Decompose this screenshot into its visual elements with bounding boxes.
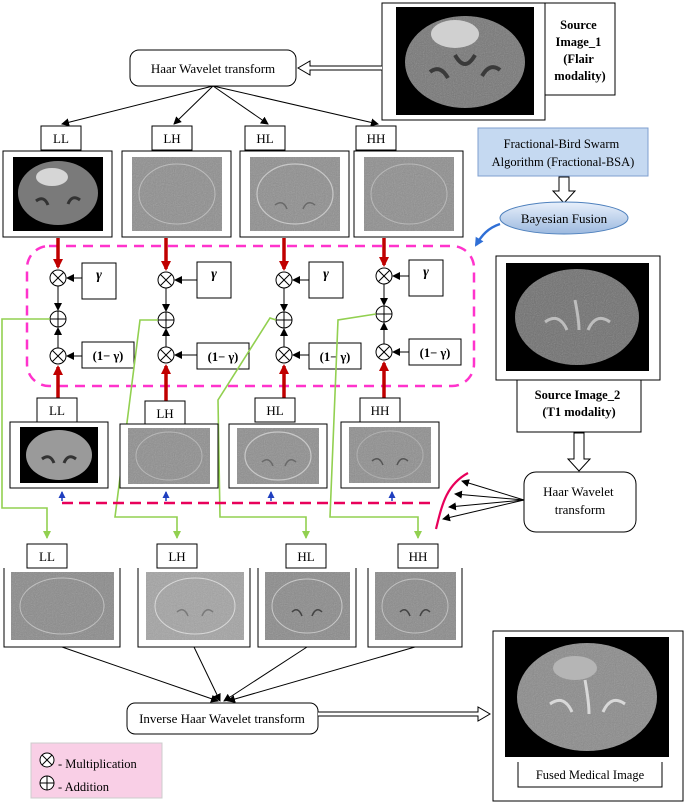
band-label-ll-top: LL bbox=[53, 131, 69, 146]
gamma-box-hl bbox=[308, 261, 344, 299]
add-node-ll bbox=[49, 310, 67, 328]
fusion-units: γ (1− γ) γ (1− γ) γ (1− γ) γ (1− γ) bbox=[1, 238, 462, 539]
hollow-arrow-source1 bbox=[297, 60, 382, 76]
multiply-node-bottom-hh bbox=[375, 343, 393, 361]
fused-image-caption: Fused Medical Image bbox=[536, 768, 645, 782]
fused-image-panel: Fused Medical Image bbox=[492, 630, 684, 802]
middle-subband-images bbox=[9, 421, 440, 489]
bayesian-arrow bbox=[474, 222, 501, 247]
one-minus-gamma-box-hl bbox=[308, 342, 362, 370]
band-label-hh-bottom: HH bbox=[409, 549, 428, 564]
multiply-node-top-ll bbox=[49, 269, 67, 287]
one-minus-gamma-label-lh: (1− γ) bbox=[208, 350, 239, 364]
haar-transform-right-label: Haar Wavelet transform bbox=[543, 484, 617, 517]
gamma-label-ll: γ bbox=[96, 268, 102, 283]
band-label-hh-top: HH bbox=[367, 131, 386, 146]
top-fan-arrows bbox=[61, 85, 379, 127]
addition-icon bbox=[39, 775, 55, 791]
band-label-hl-bottom: HL bbox=[297, 549, 314, 564]
blue-up-arrows bbox=[58, 491, 396, 501]
one-minus-gamma-label-hl: (1− γ) bbox=[320, 350, 351, 364]
source-image-2-title: Source Image_2 (T1 modality) bbox=[535, 388, 624, 419]
green-output-line-hh bbox=[329, 313, 422, 539]
band-label-hl-mid: HL bbox=[266, 403, 283, 418]
inverse-haar-label: Inverse Haar Wavelet transform bbox=[139, 711, 305, 726]
haar-transform-top-label: Haar Wavelet transform bbox=[151, 61, 275, 76]
gamma-box-hh bbox=[408, 259, 444, 297]
bottom-band-labels: LL LH HL HH bbox=[26, 543, 439, 569]
one-minus-gamma-box-ll bbox=[81, 341, 135, 369]
bayesian-fusion: Bayesian Fusion bbox=[499, 201, 629, 235]
multiply-node-bottom-hl bbox=[275, 346, 293, 364]
fractional-bsa-box: Fractional-Bird Swarm Algorithm (Fractio… bbox=[477, 127, 649, 177]
top-subband-images bbox=[2, 150, 464, 238]
multiply-node-top-lh bbox=[157, 271, 175, 289]
one-minus-gamma-label-hh: (1− γ) bbox=[420, 346, 451, 360]
hollow-arrow-inverse bbox=[318, 706, 491, 722]
gamma-label-hl: γ bbox=[323, 267, 329, 282]
source-image-2-panel: Source Image_2 (T1 modality) bbox=[495, 255, 661, 433]
multiply-node-top-hl bbox=[275, 271, 293, 289]
gamma-label-lh: γ bbox=[211, 267, 217, 282]
hollow-arrow-source2 bbox=[566, 432, 592, 472]
fusion-region bbox=[25, 244, 476, 388]
multiplication-icon bbox=[39, 752, 55, 768]
one-minus-gamma-label-ll: (1− γ) bbox=[93, 349, 124, 363]
green-output-line-lh bbox=[114, 319, 181, 539]
band-label-ll-mid: LL bbox=[49, 403, 65, 418]
source-image-1-panel: Source Image_1 (Flair modality) bbox=[381, 2, 616, 121]
legend: - Multiplication - Addition bbox=[30, 742, 163, 799]
top-band-labels: LL LH HL HH bbox=[40, 125, 397, 151]
haar-transform-top: Haar Wavelet transform bbox=[129, 49, 297, 87]
bottom-subband-images bbox=[3, 568, 463, 648]
band-label-lh-mid: LH bbox=[156, 406, 173, 421]
gamma-box-ll bbox=[81, 262, 117, 300]
bayesian-fusion-label: Bayesian Fusion bbox=[521, 211, 608, 226]
band-label-hl-top: HL bbox=[256, 131, 273, 146]
band-label-lh-bottom: LH bbox=[168, 549, 185, 564]
inverse-converging-arrows bbox=[61, 646, 416, 703]
add-node-lh bbox=[157, 311, 175, 329]
green-output-line-hl bbox=[217, 317, 310, 539]
right-fan-arrows bbox=[442, 479, 525, 522]
multiply-node-bottom-lh bbox=[157, 346, 175, 364]
haar-transform-right: Haar Wavelet transform bbox=[523, 471, 637, 533]
green-output-line-ll bbox=[1, 318, 51, 539]
band-label-lh-top: LH bbox=[163, 131, 180, 146]
multiply-node-bottom-ll bbox=[49, 347, 67, 365]
band-label-ll-bottom: LL bbox=[39, 549, 55, 564]
band-label-hh-mid: HH bbox=[371, 403, 390, 418]
fractional-bsa-label: Fractional-Bird Swarm Algorithm (Fractio… bbox=[492, 137, 635, 169]
inverse-haar-box: Inverse Haar Wavelet transform bbox=[126, 702, 319, 735]
source-image-1-title: Source Image_1 (Flair modality) bbox=[554, 18, 605, 83]
middle-band-labels: LL LH HL HH bbox=[36, 397, 401, 426]
legend-multiplication: - Multiplication bbox=[58, 757, 138, 771]
add-node-hh bbox=[375, 305, 393, 323]
multiply-node-top-hh bbox=[375, 267, 393, 285]
hollow-arrow-fbsa bbox=[551, 176, 577, 204]
legend-addition: - Addition bbox=[58, 780, 110, 794]
red-curve bbox=[434, 472, 469, 530]
add-node-hl bbox=[275, 311, 293, 329]
gamma-label-hh: γ bbox=[423, 265, 429, 280]
